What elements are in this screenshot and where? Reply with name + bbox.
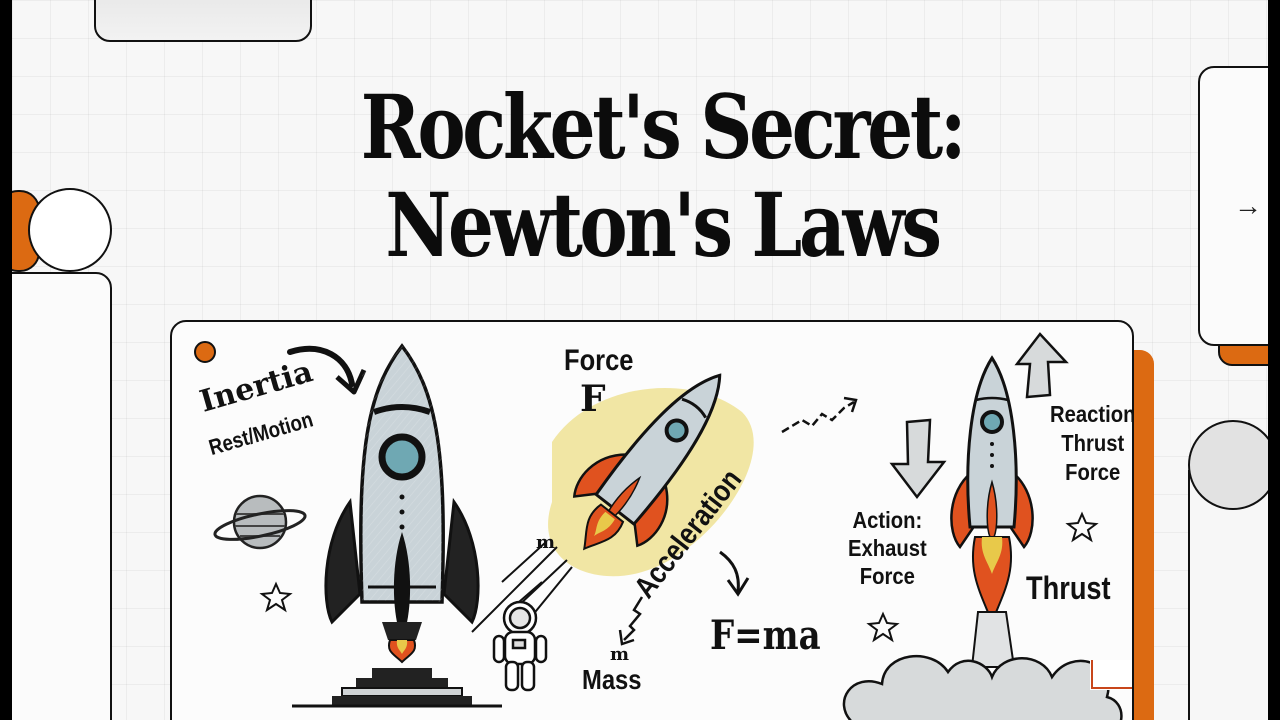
action-label-line1: Action: (852, 507, 923, 533)
smoke-cloud (842, 654, 1123, 720)
astronaut-icon (492, 600, 548, 692)
thrust-label: Thrust (1026, 570, 1111, 606)
star-icon (866, 611, 900, 643)
mass-label: Mass (582, 664, 642, 695)
mass-symbol-top: m (536, 532, 556, 553)
illustration-drawing (194, 332, 1132, 720)
curved-arrow-icon (287, 345, 355, 387)
left-circle-decoration (28, 188, 112, 272)
action-label-line3: Force (859, 563, 915, 589)
f-equals-ma-equation: F=ma (710, 612, 821, 659)
reaction-label-line1: Reaction (1050, 401, 1134, 427)
big-rocket-icon (292, 343, 502, 708)
action-exhaust-label: Action: Exhaust Force (848, 506, 927, 590)
star-icon (259, 581, 293, 613)
mass-symbol-bottom: m (610, 644, 630, 665)
thrust-rocket-icon (950, 355, 1034, 668)
right-side-panel (1188, 470, 1268, 720)
right-circle-decoration (1188, 420, 1268, 510)
next-arrow-icon[interactable]: → (1234, 190, 1262, 221)
force-symbol: F (580, 378, 606, 420)
reaction-label-line2: Thrust (1061, 430, 1125, 456)
action-label-line2: Exhaust (848, 535, 927, 561)
next-slide-card[interactable] (1198, 66, 1268, 346)
slide: → Rocket's Secret: Newton's Laws (12, 0, 1268, 720)
orange-dot-icon (194, 341, 216, 363)
left-side-panel (12, 272, 112, 720)
star-icon (1065, 511, 1099, 543)
reaction-thrust-label: Reaction Thrust Force (1050, 400, 1134, 487)
slide-title: Rocket's Secret: Newton's Laws (360, 75, 967, 277)
planet-icon (213, 494, 307, 550)
top-tab-decoration (94, 0, 312, 42)
diagonal-rocket-icon (572, 373, 722, 551)
down-arrow-icon (889, 418, 947, 500)
up-arrow-icon (1014, 332, 1069, 399)
force-label: Force (564, 344, 634, 377)
newton-laws-illustration: Inertia Rest/Motion Force F m Accelerati… (170, 320, 1134, 720)
reaction-label-line3: Force (1065, 459, 1121, 485)
